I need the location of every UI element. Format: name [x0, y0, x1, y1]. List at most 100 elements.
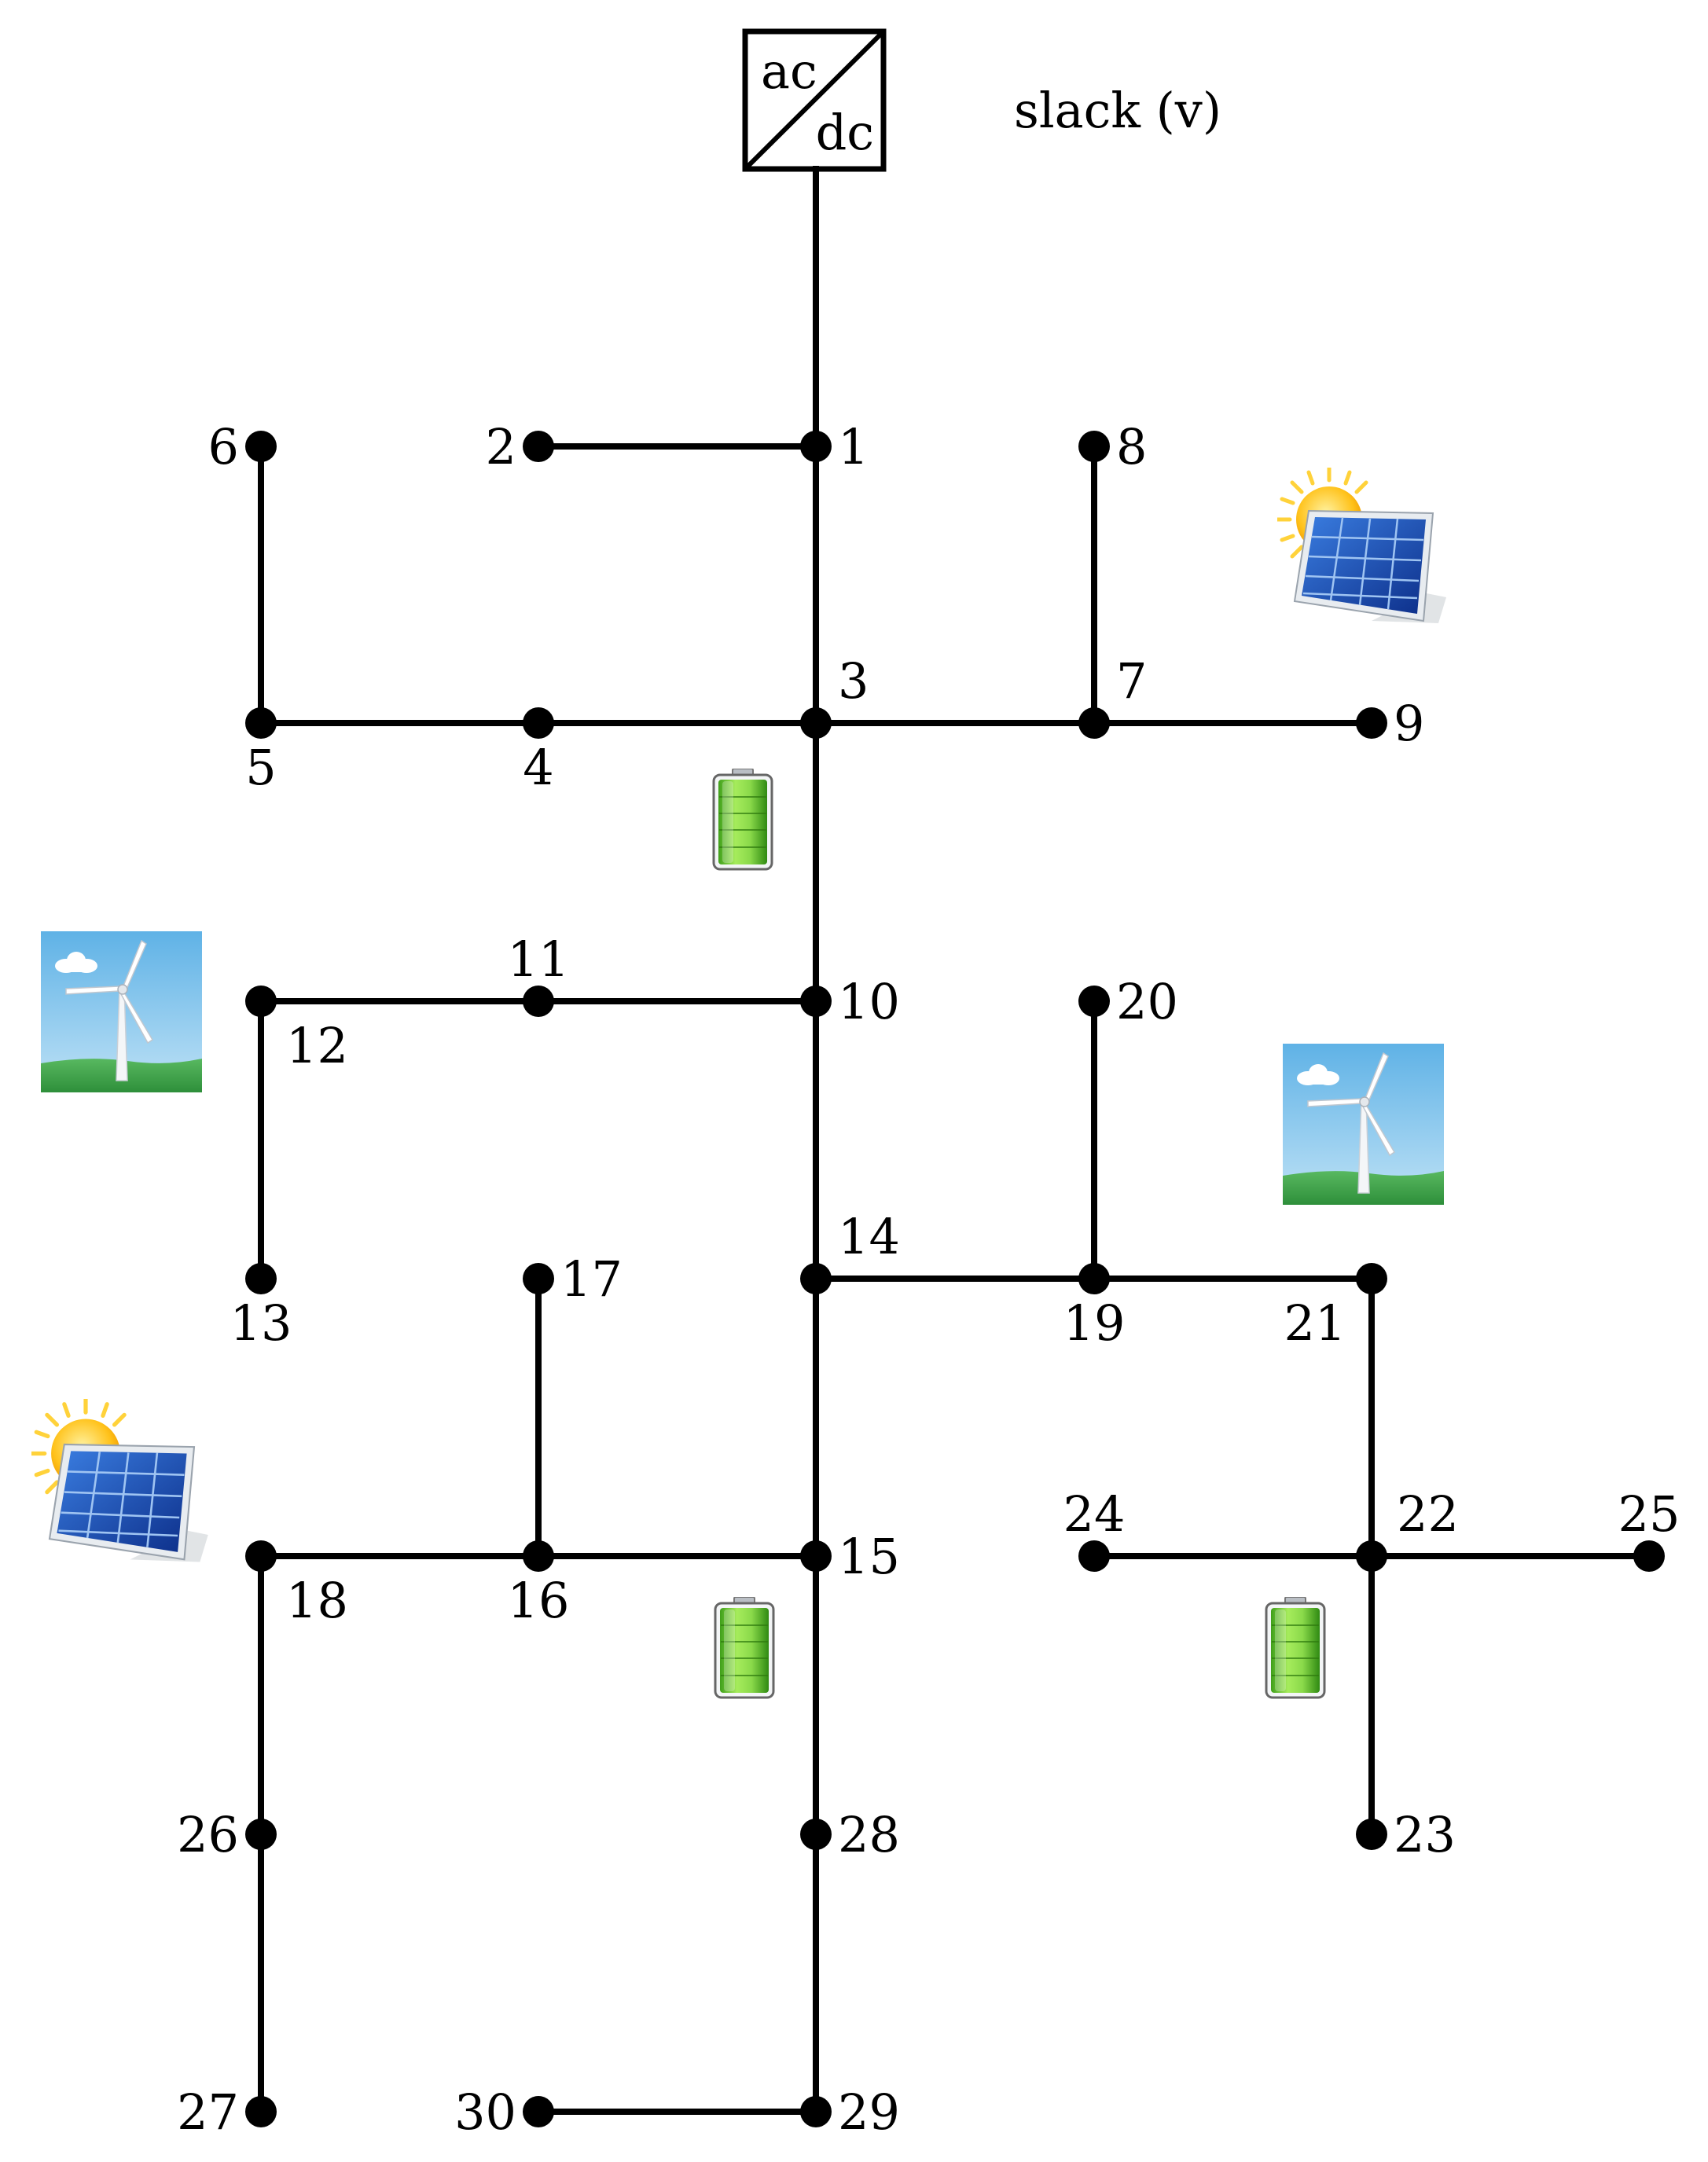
bus-label-6: 6 — [208, 418, 239, 475]
bus-13: 13 — [230, 1263, 292, 1352]
bus-label-27: 27 — [177, 2083, 239, 2141]
bus-node-8 — [1078, 431, 1110, 462]
bus-9: 9 — [1356, 695, 1424, 752]
bus-17: 17 — [523, 1250, 623, 1308]
bus-label-21: 21 — [1284, 1294, 1346, 1352]
bus-label-5: 5 — [245, 739, 276, 796]
battery-icon — [1265, 1597, 1326, 1699]
battery-icon — [714, 1597, 775, 1699]
bus-label-11: 11 — [508, 931, 570, 988]
bus-node-30 — [523, 2096, 554, 2127]
bus-node-6 — [245, 431, 277, 462]
bus-node-13 — [245, 1263, 277, 1294]
bus-node-16 — [523, 1540, 554, 1572]
bus-node-28 — [800, 1819, 832, 1850]
bus-node-14 — [800, 1263, 832, 1294]
bus-7: 7 — [1078, 652, 1147, 739]
bus-19: 19 — [1063, 1263, 1126, 1352]
bus-2: 2 — [486, 418, 554, 475]
bus-node-19 — [1078, 1263, 1110, 1294]
bus-27: 27 — [177, 2083, 277, 2141]
converter-diagonal — [743, 29, 886, 171]
bus-label-23: 23 — [1394, 1806, 1456, 1863]
bus-1: 1 — [800, 418, 869, 475]
lines-layer — [258, 443, 1652, 2115]
slack-label: slack (v) — [1014, 82, 1221, 139]
wind-turbine-icon — [41, 931, 202, 1092]
bus-16: 16 — [508, 1540, 570, 1629]
bus-label-14: 14 — [838, 1208, 900, 1265]
bus-node-25 — [1633, 1540, 1665, 1572]
bus-label-25: 25 — [1618, 1485, 1680, 1543]
ac-dc-converter: ac dc — [742, 28, 887, 172]
bus-label-2: 2 — [486, 418, 516, 475]
bus-30: 30 — [454, 2083, 554, 2141]
bus-5: 5 — [245, 707, 277, 796]
bus-label-1: 1 — [838, 418, 869, 475]
bus-label-28: 28 — [838, 1806, 900, 1863]
bus-28: 28 — [800, 1806, 900, 1863]
bus-label-19: 19 — [1063, 1294, 1126, 1352]
bus-12: 12 — [245, 986, 348, 1074]
bus-14: 14 — [800, 1208, 900, 1294]
bus-node-11 — [523, 986, 554, 1017]
bus-label-29: 29 — [838, 2083, 900, 2141]
bus-22: 22 — [1356, 1485, 1459, 1572]
bus-node-2 — [523, 431, 554, 462]
bus-label-13: 13 — [230, 1294, 292, 1352]
bus-24: 24 — [1063, 1485, 1126, 1572]
converter-dc-label: dc — [816, 104, 874, 161]
devices-layer — [31, 468, 1446, 1699]
bus-node-5 — [245, 707, 277, 739]
bus-10: 10 — [800, 973, 900, 1030]
bus-8: 8 — [1078, 418, 1147, 475]
bus-label-20: 20 — [1116, 973, 1178, 1030]
bus-11: 11 — [508, 931, 570, 1017]
bus-node-26 — [245, 1819, 277, 1850]
bus-label-4: 4 — [523, 739, 553, 796]
bus-23: 23 — [1356, 1806, 1456, 1863]
bus-node-29 — [800, 2096, 832, 2127]
bus-node-7 — [1078, 707, 1110, 739]
bus-20: 20 — [1078, 973, 1178, 1030]
bus-node-27 — [245, 2096, 277, 2127]
bus-label-30: 30 — [454, 2083, 516, 2141]
bus-label-8: 8 — [1116, 418, 1147, 475]
battery-icon — [712, 769, 773, 871]
bus-label-12: 12 — [286, 1017, 348, 1074]
bus-node-23 — [1356, 1819, 1387, 1850]
bus-21: 21 — [1284, 1263, 1387, 1352]
bus-label-10: 10 — [838, 973, 900, 1030]
bus-node-3 — [800, 707, 832, 739]
bus-label-17: 17 — [560, 1250, 623, 1308]
bus-node-9 — [1356, 707, 1387, 739]
bus-label-3: 3 — [838, 652, 869, 710]
bus-26: 26 — [177, 1806, 277, 1863]
solar-panel-icon — [31, 1399, 208, 1562]
bus-node-18 — [245, 1540, 277, 1572]
bus-label-18: 18 — [286, 1572, 348, 1629]
bus-25: 25 — [1618, 1485, 1680, 1572]
bus-label-24: 24 — [1063, 1485, 1126, 1543]
bus-label-9: 9 — [1394, 695, 1424, 752]
bus-label-15: 15 — [838, 1528, 900, 1585]
bus-6: 6 — [208, 418, 277, 475]
bus-node-20 — [1078, 986, 1110, 1017]
solar-panel-icon — [1277, 468, 1446, 623]
wind-turbine-icon — [1283, 1044, 1444, 1205]
bus-label-22: 22 — [1397, 1485, 1459, 1543]
bus-node-15 — [800, 1540, 832, 1572]
bus-node-22 — [1356, 1540, 1387, 1572]
bus-node-4 — [523, 707, 554, 739]
bus-label-26: 26 — [177, 1806, 239, 1863]
bus-4: 4 — [523, 707, 554, 796]
bus-label-7: 7 — [1116, 652, 1147, 710]
bus-node-17 — [523, 1263, 554, 1294]
converter-ac-label: ac — [761, 42, 817, 100]
bus-node-12 — [245, 986, 277, 1017]
bus-3: 3 — [800, 652, 869, 739]
bus-15: 15 — [800, 1528, 900, 1585]
bus-node-24 — [1078, 1540, 1110, 1572]
bus-label-16: 16 — [508, 1572, 570, 1629]
